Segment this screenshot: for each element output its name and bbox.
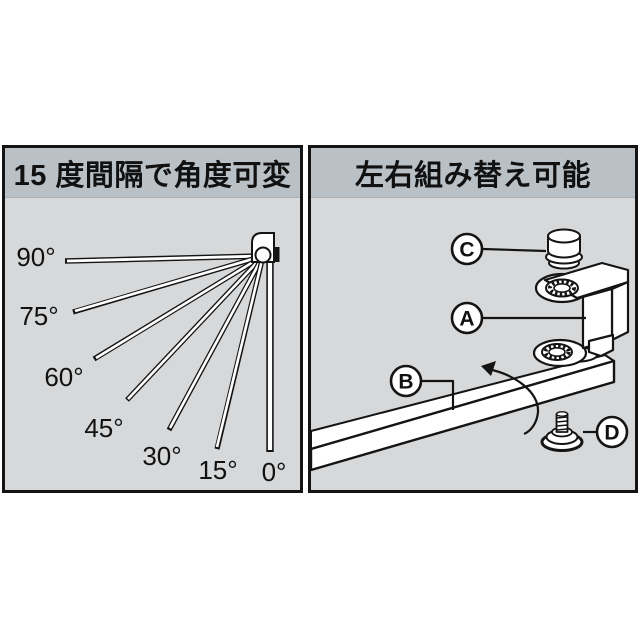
right-panel-title: 左右組み替え可能 [311,148,635,198]
panel-reassembly: 左右組み替え可能 [308,145,638,493]
panel-angle-adjustable: 15 度間隔で角度可変 [2,145,303,493]
left-panel-title: 15 度間隔で角度可変 [5,148,300,198]
